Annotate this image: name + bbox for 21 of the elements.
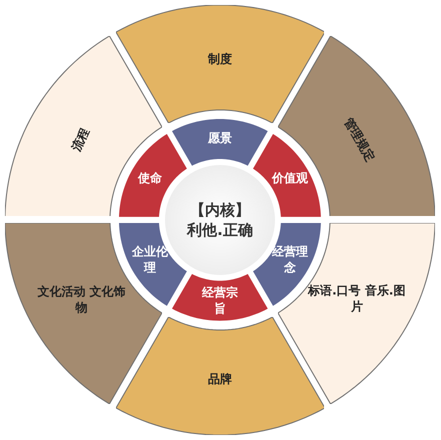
segment-label: 文化活动 文化饰物 [36, 284, 127, 316]
segment-label: 流程 [68, 124, 94, 156]
inner-ring-segment [172, 274, 268, 321]
segment-label: 标语.口号 音乐.图片 [306, 283, 406, 315]
segment-label: 制度 [206, 52, 233, 68]
segment-label: 企业伦理 [130, 244, 169, 276]
outer-ring-segment [116, 316, 324, 435]
inner-ring-segment [253, 134, 321, 217]
outer-ring-segment [116, 5, 324, 124]
core-text: 【内核】 [190, 200, 250, 220]
segment-label: 愿景 [206, 131, 233, 147]
segment-label: 管理规定 [340, 114, 378, 166]
segment-label: 品牌 [206, 372, 233, 388]
outer-ring-segment [5, 36, 162, 216]
core-text: 利他.正确 [187, 220, 253, 240]
segment-label: 使命 [136, 172, 163, 188]
segment-label: 价值观 [270, 172, 310, 188]
inner-ring-segment [172, 119, 268, 166]
inner-ring-segment [119, 134, 187, 217]
segment-label: 经营宗旨 [200, 285, 239, 317]
inner-ring-segment [253, 222, 321, 306]
